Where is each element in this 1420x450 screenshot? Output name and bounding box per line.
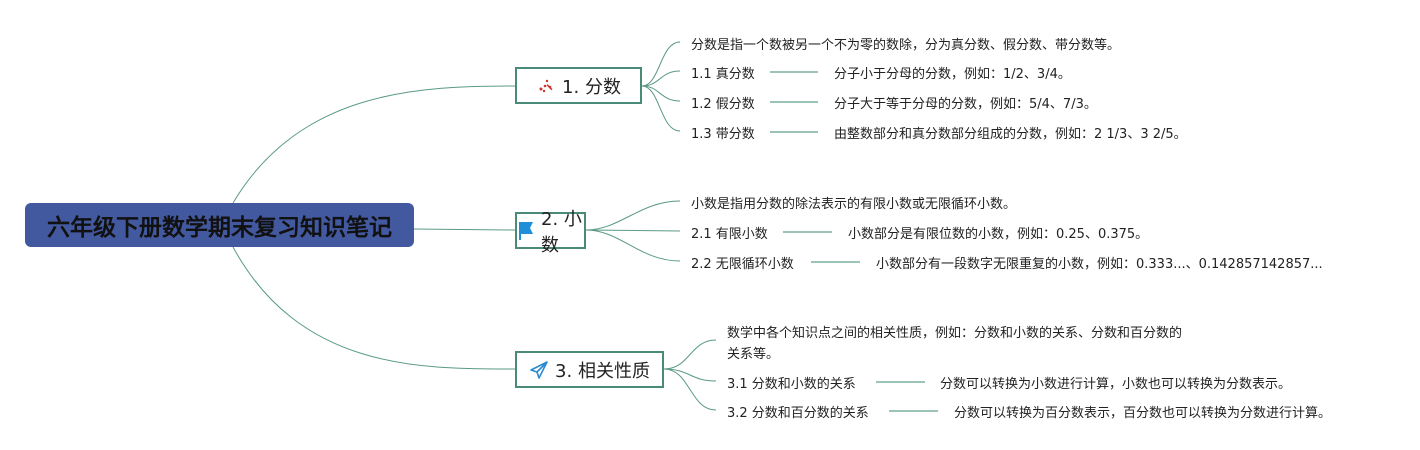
subtopic-desc[interactable]: 分数可以转换为百分数表示，百分数也可以转换为分数进行计算。 xyxy=(954,406,1332,421)
subtopic-desc[interactable]: 分子小于分母的分数，例如：1/2、3/4。 xyxy=(834,67,1071,82)
subtopic-desc[interactable]: 分子大于等于分母的分数，例如：5/4、7/3。 xyxy=(834,97,1097,112)
summary-text-line2: 关系等。 xyxy=(727,347,780,362)
subtopic-label[interactable]: 1.2 假分数 xyxy=(691,97,755,112)
connector-line xyxy=(770,131,818,133)
connector-line xyxy=(811,261,860,263)
flag-icon xyxy=(517,221,535,241)
subtopic-desc[interactable]: 由整数部分和真分数部分组成的分数，例如：2 1/3、3 2/5。 xyxy=(834,127,1187,142)
connector-line xyxy=(770,71,818,73)
summary-text-line1: 数学中各个知识点之间的相关性质，例如：分数和小数的关系、分数和百分数的 xyxy=(727,326,1183,341)
branch-label: 1. 分数 xyxy=(562,76,621,98)
subtopic-label[interactable]: 3.1 分数和小数的关系 xyxy=(727,377,856,392)
branch-decimals[interactable]: 2. 小数 xyxy=(515,209,586,256)
subtopic-label[interactable]: 1.1 真分数 xyxy=(691,67,755,82)
sparkle-icon xyxy=(536,76,556,96)
subtopic-label[interactable]: 2.2 无限循环小数 xyxy=(691,257,794,272)
branch-properties[interactable]: 3. 相关性质 xyxy=(515,351,664,388)
subtopic-label[interactable]: 1.3 带分数 xyxy=(691,127,755,142)
connector-line xyxy=(783,231,832,233)
subtopic-desc[interactable]: 小数部分是有限位数的小数，例如：0.25、0.375。 xyxy=(848,227,1149,242)
branch-label: 2. 小数 xyxy=(541,208,582,256)
branch-fractions[interactable]: 1. 分数 xyxy=(515,67,642,104)
summary-text: 分数是指一个数被另一个不为零的数除，分为真分数、假分数、带分数等。 xyxy=(691,38,1121,53)
paper-plane-icon xyxy=(529,360,549,380)
connector-line xyxy=(770,101,818,103)
summary-text: 小数是指用分数的除法表示的有限小数或无限循环小数。 xyxy=(691,197,1017,212)
branch-label: 3. 相关性质 xyxy=(555,360,650,382)
subtopic-desc[interactable]: 分数可以转换为小数进行计算，小数也可以转换为分数表示。 xyxy=(940,377,1292,392)
subtopic-desc[interactable]: 小数部分有一段数字无限重复的小数，例如：0.333...、0.142857142… xyxy=(876,257,1323,272)
connector-line xyxy=(889,410,938,412)
root-topic[interactable]: 六年级下册数学期末复习知识笔记 xyxy=(25,203,414,247)
connector-line xyxy=(876,381,925,383)
subtopic-label[interactable]: 3.2 分数和百分数的关系 xyxy=(727,406,869,421)
root-title: 六年级下册数学期末复习知识笔记 xyxy=(47,215,392,241)
subtopic-label[interactable]: 2.1 有限小数 xyxy=(691,227,768,242)
